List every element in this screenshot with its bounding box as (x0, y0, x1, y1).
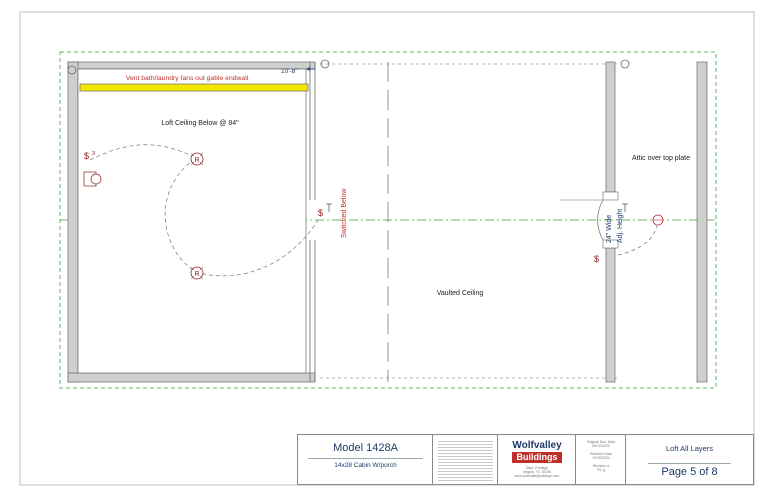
dimension-label: 10'-8" (281, 68, 298, 75)
receptacle-label: R (194, 157, 199, 164)
column-marker (67, 65, 77, 75)
loft-ceiling-label: Loft Ceiling Below @ 84" (161, 120, 239, 127)
wiring-path (89, 144, 319, 277)
title-model-cell: Model 1428A 14x28 Cabin W/porch (298, 435, 433, 484)
page-cell: Loft All Layers Page 5 of 8 (626, 435, 755, 484)
sheet-border (19, 11, 755, 486)
receptacle-upper (190, 152, 204, 166)
revision-label: Revision # (592, 464, 610, 468)
title-block: Model 1428A 14x28 Cabin W/porch Wolfvall… (297, 434, 754, 485)
revision-date-label: Revision Date (590, 452, 612, 456)
receptacle-lower (190, 266, 204, 280)
page-divider (648, 463, 731, 464)
logo-cell: Wolfvalley Buildings Dept. Prestige Segu… (498, 435, 576, 484)
loft-bottom-wall (67, 372, 316, 383)
revision-cell: Original Doc. Date 09/12/2022 Revision D… (576, 435, 626, 484)
company-logo-line1: Wolfvalley (512, 440, 562, 451)
switch-count: 3 (92, 151, 95, 157)
company-info: Dept. Prestige (525, 466, 549, 470)
fan-icon (83, 171, 102, 187)
model-title: Model 1428A (333, 442, 398, 454)
company-logo-bar (512, 452, 562, 463)
title-notes-cell (433, 435, 498, 484)
layer-label: Loft All Layers (665, 444, 714, 453)
company-info: www.wolfvalleybuildings.com (514, 474, 560, 478)
title-divider (308, 458, 423, 459)
door-swing (597, 199, 604, 241)
vent-note: Vent bath/laundry fans out gable endwall (126, 75, 249, 82)
wiring-path (617, 221, 659, 256)
orig-date-label: Original Doc. Date (586, 440, 616, 444)
loft-left-wall (67, 61, 79, 383)
page-number: Page 5 of 8 (661, 466, 718, 478)
light-fixture-icon (652, 214, 664, 226)
column-marker (620, 59, 630, 69)
revision-date: 10/28/2024 (592, 456, 610, 460)
vaulted-label: Vaulted Ceiling (437, 290, 484, 297)
attic-label: Attic over top plate (632, 155, 690, 162)
revision-number: R1-g (597, 468, 605, 472)
loft-beam (79, 83, 309, 92)
outer-right-wall (696, 61, 708, 383)
loft-top-wall (67, 61, 316, 70)
switched-below-label: Switched Below (341, 188, 348, 238)
switch-icon: $ (318, 208, 323, 218)
loft-floor (77, 68, 307, 374)
switch-icon: $ (84, 151, 89, 161)
door-height-label: Adj. Height (617, 209, 624, 243)
model-subtitle: 14x28 Cabin W/porch (334, 462, 397, 469)
switch-icon: $ (594, 254, 599, 264)
door-width-label: 24" Wide (606, 215, 613, 243)
orig-date: 09/12/2022 (592, 444, 610, 448)
receptacle-label: R (194, 271, 199, 278)
company-logo-line2: Buildings (516, 452, 558, 462)
fine-print-block (438, 439, 493, 481)
company-info: Seguin, TX 78155 (523, 470, 551, 474)
